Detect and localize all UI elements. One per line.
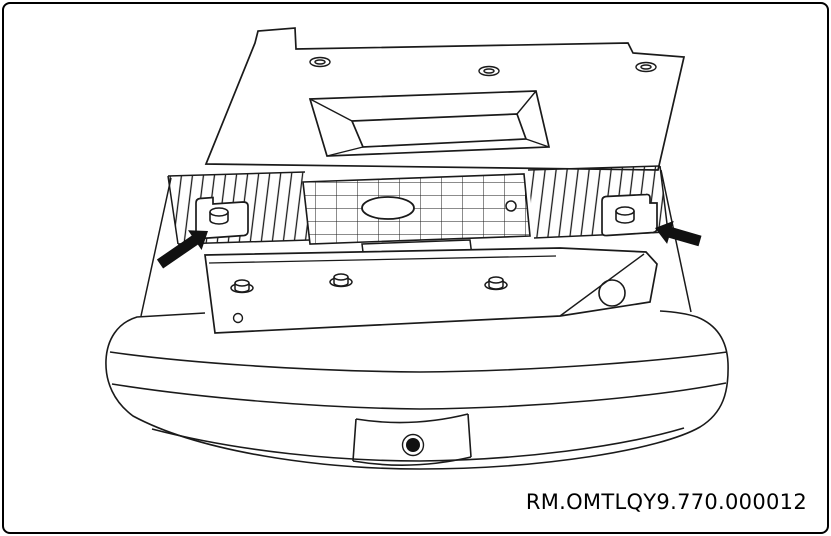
bar-inner-top-line bbox=[208, 255, 557, 264]
bracket-hole bbox=[478, 65, 500, 77]
plate-side-hole bbox=[505, 200, 517, 212]
right-body-edge bbox=[660, 169, 692, 313]
bottom-clip bbox=[352, 413, 472, 466]
bracket-outline bbox=[204, 27, 686, 171]
mounting-bracket bbox=[204, 27, 686, 171]
right-callout-arrow-icon bbox=[655, 220, 702, 247]
left-mounting-bolt bbox=[209, 207, 229, 225]
bar-outline bbox=[204, 247, 658, 334]
bracket-hole bbox=[309, 56, 331, 68]
left-callout-arrow-icon bbox=[156, 230, 208, 269]
base-contour-lower bbox=[111, 382, 727, 410]
right-mounting-tab bbox=[601, 193, 658, 237]
base-contour-bottom bbox=[151, 427, 685, 462]
left-body-edge bbox=[140, 177, 172, 317]
housing-base bbox=[105, 310, 729, 470]
right-mounting-bolt bbox=[615, 206, 635, 224]
bar-small-hole bbox=[232, 312, 244, 324]
bar-bolt bbox=[230, 279, 254, 294]
bar-bolt bbox=[329, 273, 353, 288]
oval-knob bbox=[361, 196, 415, 220]
grid-plate-outline bbox=[302, 173, 531, 245]
bar-bolt bbox=[484, 276, 508, 291]
bracket-hole bbox=[635, 61, 657, 73]
clip-screw-ring bbox=[401, 433, 425, 457]
clip-screw bbox=[406, 438, 420, 452]
base-contour-upper bbox=[109, 351, 728, 373]
connector-grid-plate bbox=[302, 173, 531, 261]
front-bracket-bar bbox=[204, 247, 658, 334]
bracket-opening bbox=[308, 90, 551, 157]
bar-large-hole bbox=[598, 279, 626, 307]
base-outline bbox=[105, 310, 729, 470]
reference-code: RM.OMTLQY9.770.000012 bbox=[525, 490, 807, 514]
